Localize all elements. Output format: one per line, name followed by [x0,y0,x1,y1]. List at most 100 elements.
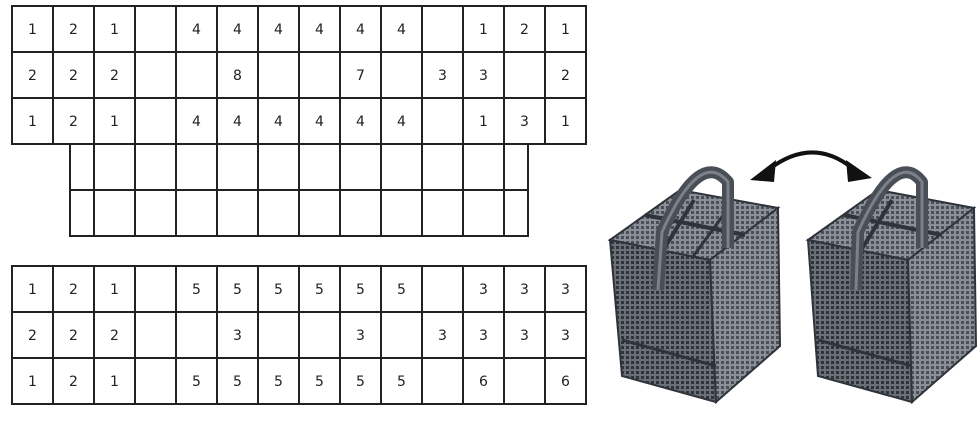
grid-cell [258,190,299,236]
grid-cell-value: 3 [438,68,447,84]
grid-cell-value: 3 [356,328,365,344]
grid-cell-value: 4 [233,114,242,130]
grid-cell: 2 [53,98,94,144]
grid-cell: 5 [176,358,217,404]
grid-cell-value: 2 [69,22,78,38]
grid-cell [70,190,94,236]
grid-cell [217,144,258,190]
grid-cell-value: 3 [520,328,529,344]
grid-cell [422,190,463,236]
grid-cell-value: 4 [274,114,283,130]
grid-cell [135,358,176,404]
grid-cell-value: 1 [28,374,37,390]
grid-cell: 1 [12,98,53,144]
grid-cell: 3 [422,52,463,98]
grid-cell [94,190,135,236]
basket-right-icon [808,172,976,402]
grid-cell [176,190,217,236]
grid-cell-value: 4 [315,114,324,130]
grid-cell [504,144,528,190]
grid-cell-value: 4 [192,22,201,38]
grid-cell-value: 4 [315,22,324,38]
grid-cell-value: 7 [356,68,365,84]
grid-cell-value: 1 [28,282,37,298]
grid-cell [381,144,422,190]
grid-cell-value: 2 [69,68,78,84]
grid-cell: 5 [217,266,258,312]
grid-cell-value: 3 [479,68,488,84]
grid-cell-value: 4 [356,22,365,38]
grid-cell [340,190,381,236]
grid-cell-value: 2 [28,68,37,84]
grid-cell [70,144,94,190]
grid-cell: 5 [258,358,299,404]
grid-cell: 2 [53,312,94,358]
grid-cell: 7 [340,52,381,98]
grid-cell [381,312,422,358]
grid-cell-value: 2 [69,328,78,344]
grid-cell: 3 [463,266,504,312]
grid-cell: 2 [53,6,94,52]
grid-cell-value: 2 [520,22,529,38]
grid-cell: 2 [94,312,135,358]
grid-cell: 3 [422,312,463,358]
grid-cell: 1 [94,98,135,144]
grid-cell [504,358,545,404]
grid-cell-value: 5 [274,374,283,390]
grid-cell [135,190,176,236]
grid-cell: 4 [381,6,422,52]
grid-cell: 2 [545,52,586,98]
grid-cell: 5 [340,266,381,312]
grid-cell-value: 1 [110,282,119,298]
grid-cell-value: 5 [233,282,242,298]
grid-cell [422,6,463,52]
grid-cell [176,144,217,190]
grid-cell [176,52,217,98]
grid-cell-value: 1 [479,114,488,130]
grid-cell [135,52,176,98]
grid-cell-value: 5 [192,374,201,390]
grid-cell: 3 [463,52,504,98]
grid-cell: 6 [545,358,586,404]
grid-cell-value: 2 [69,282,78,298]
grid-cell: 3 [545,266,586,312]
grid-cell: 1 [545,98,586,144]
grid-cell: 3 [545,312,586,358]
grid-cell-value: 1 [28,22,37,38]
grid-cell: 2 [504,6,545,52]
grid-cell-value: 4 [274,22,283,38]
grid-cell: 6 [463,358,504,404]
grid-cell-value: 1 [28,114,37,130]
grid-cell-value: 5 [233,374,242,390]
basket-illustration [600,140,979,419]
grid-cell: 1 [463,98,504,144]
grid-cell: 5 [381,358,422,404]
grid-cell-value: 6 [479,374,488,390]
grid-cell [299,190,340,236]
grid-cell [258,312,299,358]
grid-cell [422,144,463,190]
grid-cell: 3 [504,266,545,312]
grid-cell: 3 [463,312,504,358]
grid-cell-value: 5 [356,282,365,298]
grid-cell [463,190,504,236]
grid-cell-value: 2 [69,374,78,390]
grid-cell-value: 4 [397,114,406,130]
grid-cell: 3 [340,312,381,358]
grid-cell [381,190,422,236]
grid-cell [135,98,176,144]
grid-cell [135,266,176,312]
grid-cell: 2 [12,52,53,98]
grid-cell: 2 [94,52,135,98]
grid-cell [504,52,545,98]
grid-cell: 2 [53,266,94,312]
grid-cell-value: 4 [233,22,242,38]
grid-cell-value: 5 [315,282,324,298]
grid-cell: 5 [176,266,217,312]
grid-cell-value: 5 [356,374,365,390]
grid-cell: 3 [504,98,545,144]
grid-cell-value: 1 [561,22,570,38]
grid-cell-value: 1 [561,114,570,130]
